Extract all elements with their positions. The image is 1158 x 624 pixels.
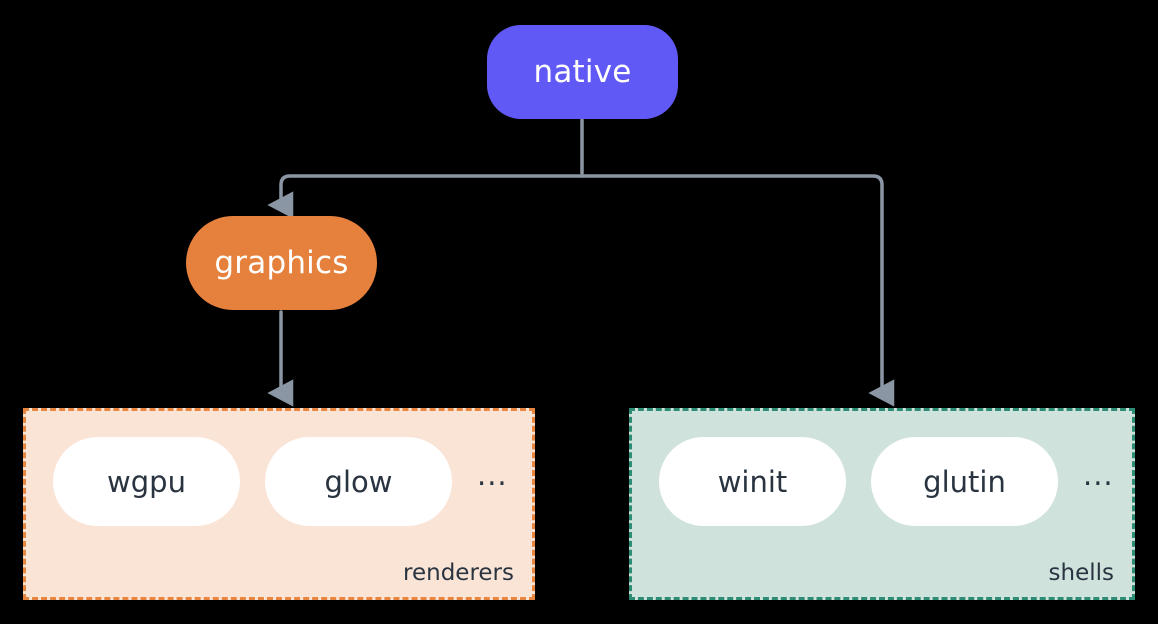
leaf-node-glow-label: glow	[324, 464, 393, 499]
leaf-node-wgpu[interactable]: wgpu	[53, 437, 240, 526]
edge-native-to-graphics	[267, 174, 584, 219]
leaf-node-glutin-label: glutin	[923, 464, 1006, 499]
shells-overflow-ellipsis: ...	[1083, 458, 1114, 492]
leaf-node-wgpu-label: wgpu	[107, 464, 186, 499]
renderers-overflow-ellipsis: ...	[477, 458, 508, 492]
group-renderers: wgpu glow ... renderers	[23, 408, 535, 600]
group-renderers-label: renderers	[403, 560, 514, 586]
edge-native-to-shells	[580, 174, 895, 407]
leaf-node-glow[interactable]: glow	[265, 437, 452, 526]
group-shells: winit glutin ... shells	[629, 408, 1135, 600]
group-shells-label: shells	[1048, 560, 1114, 586]
node-graphics[interactable]: graphics	[186, 216, 377, 310]
leaf-node-winit[interactable]: winit	[659, 437, 846, 526]
leaf-node-glutin[interactable]: glutin	[871, 437, 1058, 526]
node-native-label: native	[533, 54, 632, 90]
node-native[interactable]: native	[487, 25, 678, 119]
leaf-node-winit-label: winit	[717, 464, 788, 499]
group-shells-items: winit glutin ...	[632, 437, 1132, 526]
node-graphics-label: graphics	[214, 245, 349, 281]
group-renderers-items: wgpu glow ...	[26, 437, 532, 526]
